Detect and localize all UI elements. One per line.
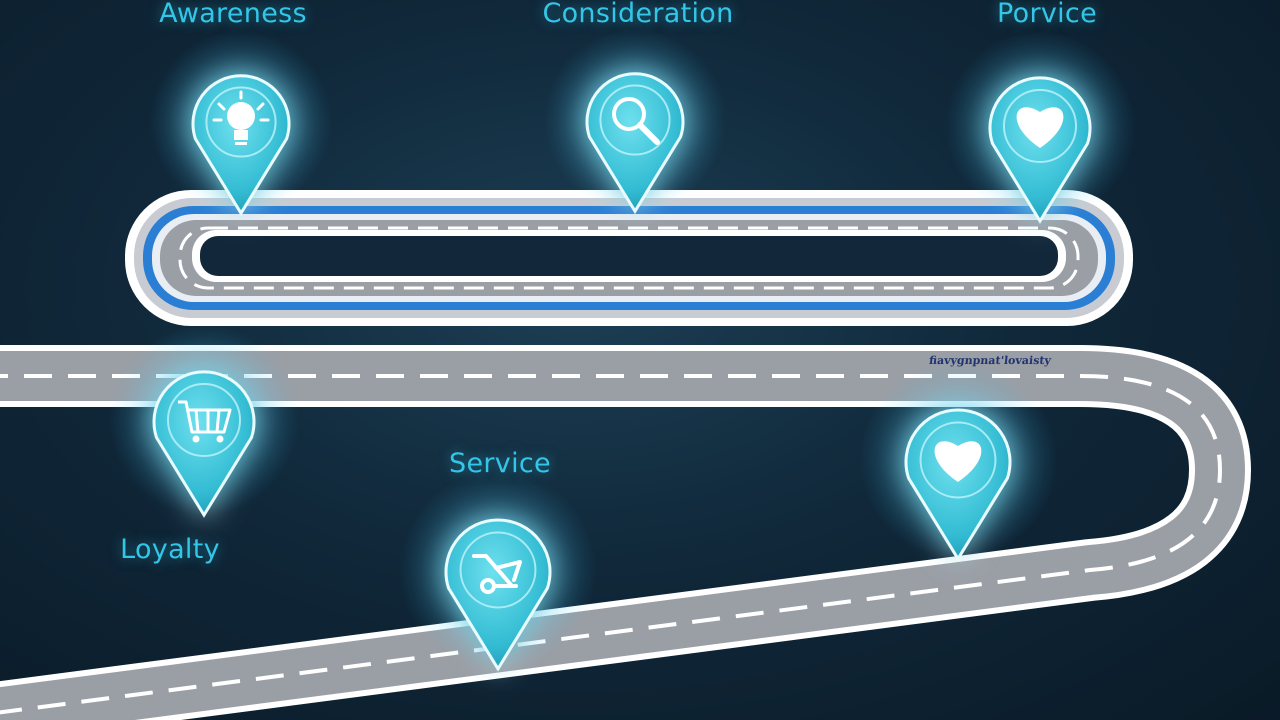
lightbulb-icon (212, 90, 270, 145)
heart-icon (1016, 107, 1064, 148)
upper-oval-track (125, 190, 1133, 326)
map-pin-4 (109, 325, 299, 518)
shopping-cart-icon (178, 400, 232, 443)
stage-label-porvice: Porvice (997, 0, 1097, 29)
wrench-icon (472, 554, 522, 594)
stage-label-service: Service (449, 448, 551, 479)
stage-label-consideration: Consideration (542, 0, 734, 29)
road-text: fiavygnpnat'lovaisty (928, 354, 1052, 367)
map-pin-6 (859, 361, 1057, 562)
stage-label-awareness: Awareness (159, 0, 307, 29)
search-icon (612, 97, 660, 145)
stage-label-loyalty: Loyalty (120, 534, 220, 565)
map-pin-2 (543, 28, 727, 215)
map-pin-1 (149, 30, 333, 217)
map-pin-5 (399, 471, 597, 672)
lower-road (0, 345, 1251, 720)
heart-icon (934, 441, 982, 482)
map-pin-3 (945, 31, 1135, 224)
